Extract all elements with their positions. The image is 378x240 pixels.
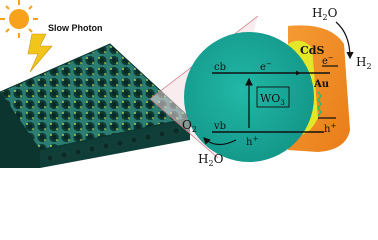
photocatalysis-diagram: Slow Photon [0, 0, 372, 168]
cds-hole: h+ [324, 122, 336, 135]
cds-label: CdS [300, 44, 324, 57]
reduction-arrow [335, 21, 354, 60]
wo3-label-box: WO3 [256, 86, 290, 108]
hydrogen-product: H2 [356, 55, 372, 71]
au-label: Au [313, 79, 329, 90]
oxygen-product: O2 [182, 118, 197, 134]
svg-text:WO3: WO3 [260, 92, 285, 107]
water-top: H2O [312, 6, 338, 22]
inverse-opal-lattice [0, 43, 192, 168]
vb-hole: h+ [246, 135, 258, 148]
oxidation-arrow [203, 137, 237, 146]
sun-icon [0, 0, 38, 38]
wo3-subscript: 3 [280, 99, 284, 107]
slow-photon-title: Slow Photon [48, 23, 103, 33]
plasmon-wave-icon [317, 91, 322, 117]
cb-electron: e− [260, 60, 272, 73]
wo3-text: WO [260, 92, 280, 105]
cds-electron: e− [322, 54, 334, 67]
water-bottom: H2O [198, 152, 224, 168]
vb-label: vb [213, 121, 226, 132]
cb-label: cb [214, 62, 226, 73]
lightning-icon [27, 33, 53, 73]
